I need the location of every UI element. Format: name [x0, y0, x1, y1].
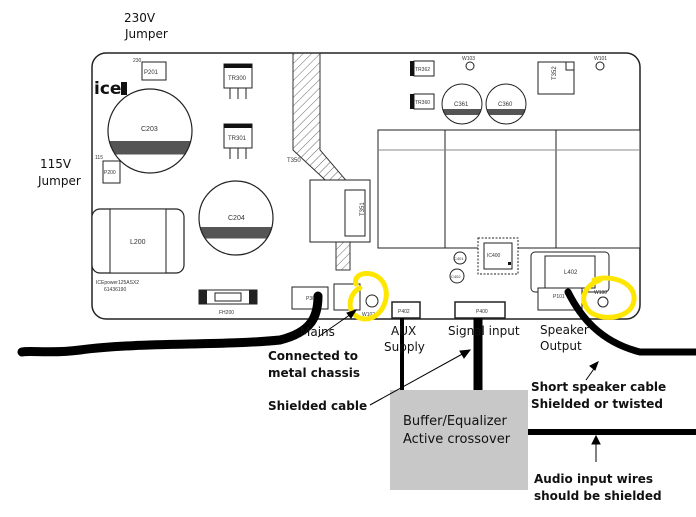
chassis-arrow	[317, 311, 355, 338]
t350-hatched	[292, 52, 351, 271]
c402-capacitor	[449, 268, 465, 284]
w101-label: W101	[594, 56, 607, 62]
aux-label-line-2: Supply	[384, 340, 425, 354]
w100-pad	[597, 296, 609, 308]
speaker-cable	[564, 288, 696, 356]
p101-label: P101	[553, 294, 565, 300]
ic400-label: IC400	[487, 253, 501, 259]
chassis-note-line-2: metal chassis	[268, 366, 360, 380]
c203-label: C203	[141, 126, 158, 133]
speaker-output-line-2: Output	[540, 339, 582, 353]
tr301: TR301	[223, 123, 253, 159]
shielded-arrowhead	[459, 349, 472, 359]
annotation-arrows	[317, 309, 601, 462]
w103-label: W103	[462, 56, 475, 62]
v230-label: 230	[133, 58, 142, 64]
chassis-note-line-1: Connected to	[268, 349, 358, 363]
aux-label-line-1: AUX	[391, 324, 416, 338]
c204-label: C204	[228, 215, 245, 222]
tr360: TR360	[410, 93, 435, 110]
p201-jumper	[141, 61, 167, 81]
jumper-230v-line-2: Jumper	[124, 27, 168, 41]
chassis-arrowhead	[346, 309, 358, 319]
p200-jumper	[102, 160, 121, 184]
fh200-fuse: FH200	[198, 289, 258, 316]
audio-input-note-line-1: Audio input wires	[534, 472, 653, 486]
mains-label: Mains	[300, 325, 335, 339]
tr360-label: TR360	[415, 100, 430, 106]
logo-mark	[121, 82, 127, 95]
tr362-label: TR362	[415, 67, 430, 73]
buffer-equalizer-box	[390, 390, 528, 490]
fh200-label: FH200	[219, 310, 234, 316]
tr362: TR362	[410, 60, 435, 77]
w100-label: W100	[594, 290, 607, 296]
c401-label: C401	[454, 256, 464, 261]
t351-label: T351	[360, 202, 366, 216]
ice-logo: ice	[94, 79, 121, 99]
w102-label: W102	[362, 312, 375, 318]
model-line-1: ICEpower125ASX2	[96, 280, 139, 286]
c361-label: C361	[454, 102, 469, 108]
p402-label: P402	[398, 309, 410, 315]
tr301-label: TR301	[228, 136, 247, 142]
tr300-label: TR300	[228, 76, 247, 82]
l402-label: L402	[564, 270, 578, 276]
c361-capacitor	[441, 83, 483, 125]
jumper-230v-line-1: 230V	[124, 11, 156, 25]
main-transformer	[377, 129, 641, 249]
v115-label: 115	[95, 155, 103, 161]
ic400-chip: IC400	[477, 237, 519, 275]
speaker-arrowhead	[589, 360, 599, 371]
mains-cable	[17, 291, 323, 357]
p400-label: P400	[476, 309, 488, 315]
pcb-board: ice P201 230 P200 115 TR300 TR301	[91, 52, 641, 320]
tr300: TR300	[223, 63, 253, 99]
audio-arrowhead	[591, 434, 601, 445]
t350-label: T350	[287, 158, 301, 164]
p301-label: P301	[306, 296, 318, 302]
w102-pad	[365, 294, 379, 308]
c402-label: C402	[451, 274, 461, 279]
c360-label: C360	[498, 102, 513, 108]
p201-label: P201	[144, 70, 159, 76]
aux-connector	[391, 301, 421, 319]
p200-label: P200	[104, 170, 116, 176]
shielded-arrow	[369, 351, 467, 406]
audio-input-note-line-2: should be shielded	[534, 489, 662, 503]
l200-label: L200	[130, 239, 146, 246]
w103-pad	[465, 61, 475, 71]
jumper-115v-line-1: 115V	[40, 157, 72, 171]
model-line-2: 61436190	[104, 287, 126, 293]
t352-label: T352	[552, 66, 558, 80]
c360-capacitor	[485, 83, 527, 125]
c203-capacitor	[107, 88, 193, 174]
signal-input-label: Signal input	[448, 324, 520, 338]
buffer-box-line-1: Buffer/Equalizer	[403, 414, 508, 429]
speaker-highlight-circle	[581, 275, 637, 320]
speaker-output-line-1: Speaker	[540, 323, 589, 337]
c401-capacitor	[453, 251, 467, 265]
speaker-cable-note-line-2: Shielded or twisted	[531, 397, 663, 411]
shielded-cable-note: Shielded cable	[268, 399, 367, 413]
jumper-115v-line-2: Jumper	[37, 174, 81, 188]
buffer-box-line-2: Active crossover	[403, 432, 511, 447]
w101-pad	[595, 61, 605, 71]
chassis-highlight-circle	[347, 271, 389, 322]
speaker-cable-note-line-1: Short speaker cable	[531, 380, 666, 394]
c204-capacitor	[198, 180, 274, 256]
